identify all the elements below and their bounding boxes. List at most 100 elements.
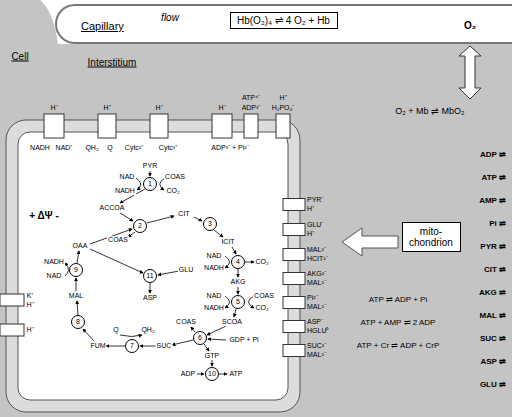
label-text: CIT ⇌ <box>484 266 506 275</box>
reaction-arrow <box>219 374 227 375</box>
label-text: O₂ + Mb ⇌ MbO₂ <box>395 107 464 117</box>
label-text: ASP ⇌ <box>480 358 506 367</box>
label-text: PYR <box>142 162 158 170</box>
label-text: ATP + AMP ⇌ 2 ADP <box>361 319 436 328</box>
node-text: mito- chondrion <box>409 226 453 248</box>
transporter <box>283 297 305 309</box>
transporter <box>283 199 305 211</box>
label-text: CO₂ <box>254 258 269 266</box>
transporter <box>283 273 305 285</box>
transporter <box>0 324 24 336</box>
enzyme-circle: 8 <box>71 315 85 329</box>
label-text: NAD <box>46 272 63 280</box>
label-text: H⁺ <box>25 326 34 334</box>
reaction-arrow <box>65 171 254 374</box>
reaction-arrow <box>172 340 193 345</box>
reaction-arrow <box>120 335 142 337</box>
node-text: 7 <box>130 342 134 350</box>
node-text: Hb(O₂)₄ ⇌ 4 O₂ + Hb <box>237 15 331 26</box>
label-text: GLU⁻ <box>307 221 323 229</box>
enzyme-circle: 2 <box>133 219 147 233</box>
label-text: COAS <box>107 236 129 244</box>
reaction-arrow <box>76 278 77 291</box>
membrane-complex <box>44 114 290 138</box>
membrane-complex <box>44 114 64 138</box>
label-text: H⁺ <box>218 104 225 112</box>
reaction-arrow <box>238 269 239 277</box>
label-text: H⁺ <box>279 94 286 102</box>
label-text: SUC²⁻ <box>307 342 326 350</box>
reaction-arrow <box>90 249 143 273</box>
mitochondrion-membrane <box>6 120 300 412</box>
label-text: ATP + Cr ⇌ ADP + CrP <box>357 342 440 351</box>
reaction-arrow <box>65 263 69 276</box>
reaction-arrow <box>204 344 209 351</box>
enzyme-circle: 11 <box>143 269 157 283</box>
label-text: H⁺ <box>307 205 314 213</box>
label-text: OAA <box>72 242 89 250</box>
label-text: QH₂ <box>140 326 155 334</box>
membrane-complex <box>212 114 232 138</box>
label-text: ATP <box>228 370 243 378</box>
reaction-arrow <box>212 360 213 366</box>
reaction-arrow <box>214 230 223 237</box>
label-text: SCOA <box>221 318 243 326</box>
callout-box: mito- chondrion <box>402 222 461 252</box>
enzyme-circle: 9 <box>69 263 83 277</box>
reaction-arrow <box>245 262 254 263</box>
label-text: NADH <box>114 187 136 195</box>
label-text: + ΔΨ - <box>28 210 60 221</box>
transporter <box>0 199 305 357</box>
label-text: MAL²⁻ <box>307 351 326 359</box>
node-text: 5 <box>236 298 240 306</box>
label-text: ATP⁴⁻ <box>242 94 260 102</box>
reaction-arrow <box>207 326 226 335</box>
reaction-arrow <box>232 247 236 254</box>
label-text: NAD <box>206 252 223 260</box>
node-text: 4 <box>236 258 240 266</box>
label-text: Pi ⇌ <box>489 220 506 229</box>
reaction-arrow <box>90 229 132 244</box>
label-text: H⁺ <box>103 104 110 112</box>
tissue-ground <box>0 0 58 44</box>
reaction-arrow <box>147 216 174 223</box>
reaction-arrow <box>106 346 125 347</box>
label-text: FUM <box>89 342 106 350</box>
enzyme-circle: 6 <box>193 331 207 345</box>
reaction-arrow <box>77 251 79 263</box>
label-text: Q <box>106 144 113 152</box>
reaction-arrow <box>128 232 135 237</box>
label-text: ASP⁻ <box>307 318 323 326</box>
reaction-arrow <box>150 283 151 293</box>
reaction-arrow <box>158 271 179 275</box>
label-text: ATP ⇌ ADP + Pi <box>369 296 427 305</box>
node-text: 11 <box>146 272 153 280</box>
reaction-arrow <box>150 171 151 176</box>
label-text: H₂PO₄⁻ <box>272 104 295 112</box>
node-text: 1 <box>148 180 152 188</box>
label-text: NAD <box>119 173 136 181</box>
node-text: 9 <box>74 266 78 274</box>
label-text: H⁺ <box>155 104 162 112</box>
mitochondrion-pointer-arrow <box>342 228 398 256</box>
label-text: MAL <box>68 292 84 300</box>
label-text: GDP + Pi <box>228 336 259 344</box>
tissue-ground <box>0 44 512 417</box>
label-text: Cell <box>11 51 28 62</box>
membrane-complex <box>98 114 116 138</box>
label-text: COAS <box>164 173 186 181</box>
reaction-arrow <box>234 309 236 317</box>
label-text: O₂ <box>464 20 476 31</box>
enzyme-circle: 5 <box>231 295 245 309</box>
label-text: ASP <box>142 294 158 302</box>
enzyme-circle: 7 <box>125 339 139 353</box>
mitochondrion-membrane <box>18 132 288 400</box>
label-text: COAS <box>175 318 197 326</box>
label-text: MAL²⁻ <box>307 246 326 254</box>
reaction-arrow <box>191 327 195 332</box>
label-text: AKG ⇌ <box>479 289 506 298</box>
label-text: Cytc³⁺ <box>158 144 178 152</box>
node-text: 6 <box>198 334 202 342</box>
